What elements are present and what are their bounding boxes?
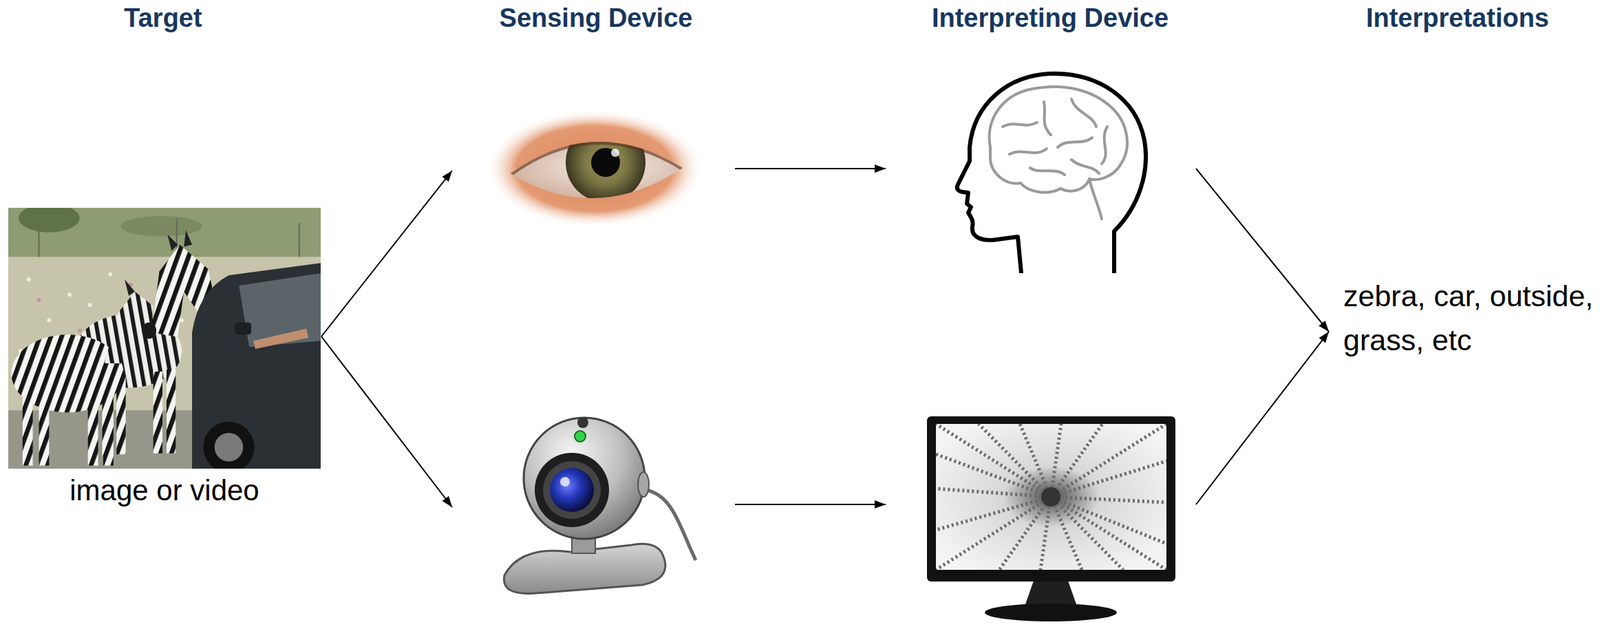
eye-icon bbox=[484, 107, 705, 230]
brain-head-icon bbox=[954, 71, 1148, 274]
arrow bbox=[1196, 168, 1329, 332]
column-heading: Interpreting Device bbox=[931, 3, 1169, 34]
arrow bbox=[321, 170, 453, 337]
webcam-icon bbox=[494, 412, 700, 598]
zebra-photo bbox=[8, 207, 321, 469]
interpretation-text: zebra, car, outside, grass, etc bbox=[1343, 273, 1595, 362]
arrow bbox=[734, 503, 886, 506]
arrow bbox=[734, 167, 886, 170]
image-node: image or video bbox=[8, 207, 321, 508]
monitor-icon bbox=[923, 412, 1179, 623]
image-caption: image or video bbox=[8, 473, 321, 508]
column-heading: Target bbox=[123, 3, 202, 34]
arrow bbox=[321, 336, 453, 508]
column-heading: Sensing Device bbox=[499, 3, 693, 34]
arrow bbox=[1196, 331, 1329, 505]
column-heading: Interpretations bbox=[1366, 3, 1550, 34]
